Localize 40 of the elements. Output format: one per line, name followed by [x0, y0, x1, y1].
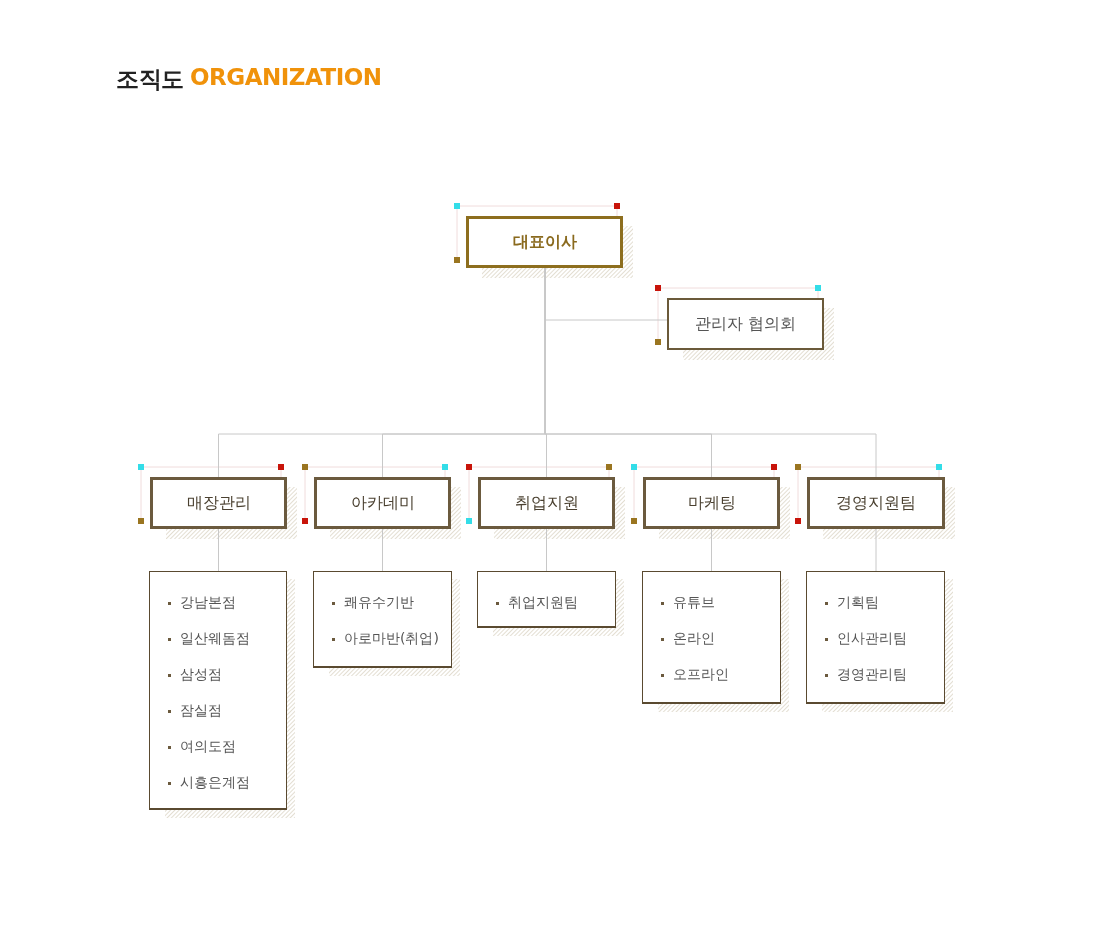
list-item: 일산웨돔점	[168, 628, 250, 648]
list-item: 삼성점	[168, 664, 222, 684]
list-item: 시흥은계점	[168, 772, 250, 792]
list-item: 취업지원팀	[496, 592, 578, 612]
list-item: 인사관리팀	[825, 628, 907, 648]
department-box	[314, 477, 451, 529]
department-name: 취업지원	[514, 492, 579, 514]
team-list-box	[313, 571, 452, 668]
list-item: 기획팀	[825, 592, 879, 612]
connector-line	[218, 528, 219, 572]
list-item: 경영관리팀	[825, 664, 907, 684]
team-list-box	[477, 571, 616, 628]
connector-line	[382, 528, 383, 572]
box-title: 대표이사	[512, 231, 577, 253]
list-item: 여의도점	[168, 736, 236, 756]
department-box	[643, 477, 780, 529]
list-item: 강남본점	[168, 592, 236, 612]
page-subtitle: ORGANIZATION	[190, 64, 382, 90]
list-item: 쾌유수기반	[332, 592, 414, 612]
list-item: 잠실점	[168, 700, 222, 720]
department-name: 아카데미	[350, 492, 415, 514]
department-name: 마케팅	[687, 492, 736, 514]
page-title: 조직도	[116, 65, 184, 94]
list-item: 오프라인	[661, 664, 729, 684]
department-box	[807, 477, 945, 529]
executive-box	[466, 216, 623, 268]
team-list-box	[642, 571, 781, 704]
department-name: 매장관리	[186, 492, 251, 514]
team-list-box	[806, 571, 945, 704]
list-item: 온라인	[661, 628, 715, 648]
department-box	[150, 477, 287, 529]
team-list-box	[149, 571, 287, 810]
connector-line	[711, 528, 712, 572]
list-item: 아로마반(취업)	[332, 628, 439, 648]
department-name: 경영지원팀	[836, 492, 916, 514]
department-box	[478, 477, 615, 529]
box-title: 관리자 협의회	[694, 313, 797, 335]
list-item: 유튜브	[661, 592, 715, 612]
council-box	[667, 298, 824, 350]
connector-line	[546, 528, 547, 572]
